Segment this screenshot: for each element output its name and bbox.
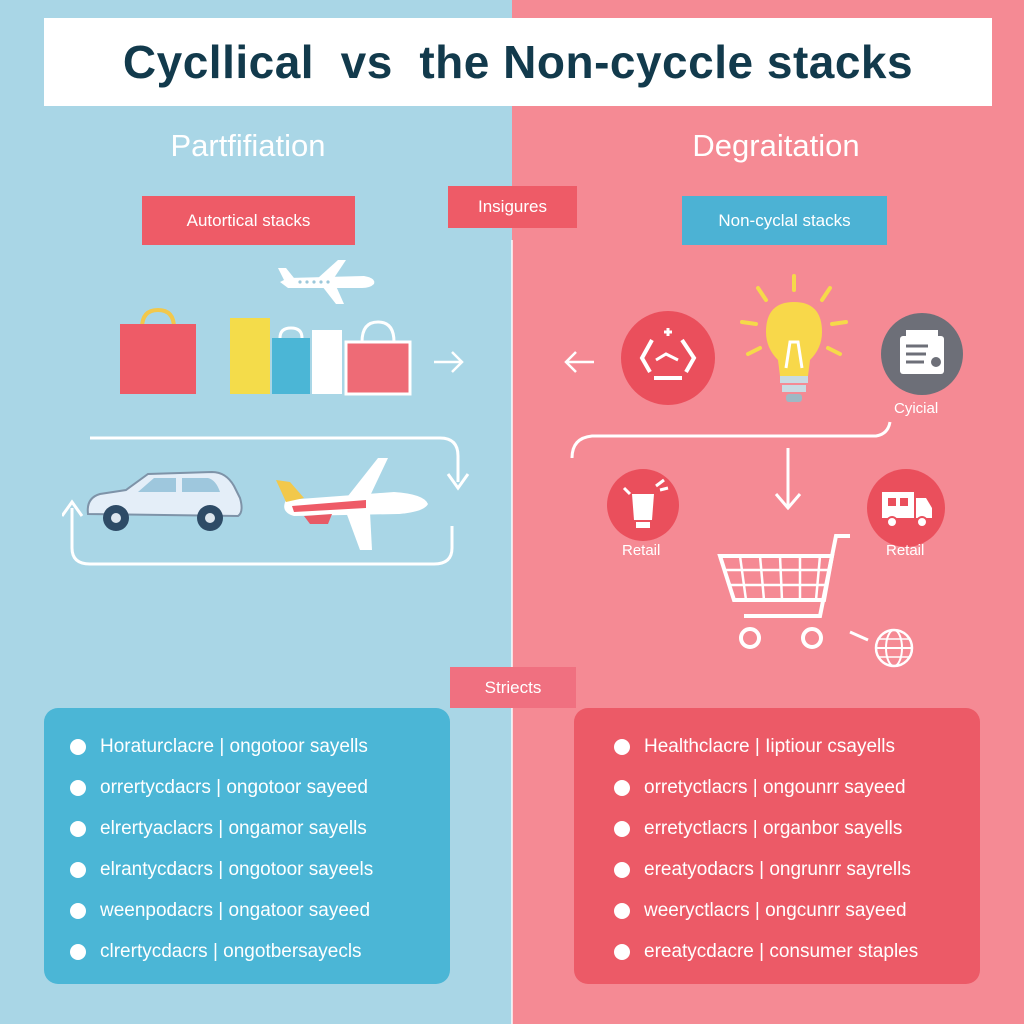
left-heading: Partfifiation [170,128,326,163]
arrow-right-icon [434,351,464,373]
list-item: orretyctlacrs | ongounrr sayeed [574,767,980,808]
bullet [614,943,630,960]
list-item: Healthclacre | Iiptiour csayells [574,726,980,767]
bullet [70,820,86,837]
bullet [614,738,630,755]
list-item: Horaturclacre | ongotoor sayells [44,726,450,767]
light-bulb-icon [740,274,848,402]
retail-label-left: Retail [622,542,661,559]
center-bottom-pill: Striects [450,667,576,708]
recycle-icon [621,311,715,405]
bullet [70,943,86,960]
list-item: weeryctlacrs | ongcunrr sayeed [574,890,980,931]
list-item: clrertycdacrs | ongotbersayecls [44,931,450,972]
title-banner: Cycllical vs the Non-cyccle stacks [44,18,992,106]
list-item: elrantycdacrs | ongotoor sayeels [44,849,450,890]
bullet [614,902,630,919]
jet-airplane-icon [276,458,428,550]
center-top-pill: Insigures [448,186,577,228]
shopping-bags-group-icon [230,318,412,396]
airplane-icon [278,260,375,304]
list-item: ereatyodacrs | ongrunrr sayrells [574,849,980,890]
list-item: ereatycdacre | consumer staples [574,931,980,972]
globe-icon [849,628,914,668]
page-title: Cycllical vs the Non-cyccle stacks [122,36,914,88]
list-item: elrertyaclacrs | ongamor sayells [44,808,450,849]
bullet [614,820,630,837]
right-category-pill: Non-cyclal stacks [682,196,887,245]
center-divider [511,240,513,1024]
connector-line [570,421,892,459]
bullet [70,902,86,919]
arrow-down-icon [774,448,802,511]
truck-icon [867,469,945,547]
left-category-pill: Autortical stacks [142,196,355,245]
left-stock-list: Horaturclacre | ongotoor sayells orrerty… [44,708,450,984]
car-icon [86,470,243,531]
retail-label-right: Retail [886,542,925,559]
list-item: erretyctlacrs | organbor sayells [574,808,980,849]
register-icon [881,313,963,395]
arrow-left-icon [564,351,594,373]
lamp-icon [607,469,679,541]
shopping-cart-icon [717,534,850,649]
bullet [70,738,86,755]
list-item: orrertycdacrs | ongotoor sayeed [44,767,450,808]
bullet [70,861,86,878]
bullet [614,861,630,878]
list-item: weenpodacrs | ongatoor sayeed [44,890,450,931]
right-heading: Degraitation [692,128,860,163]
cycle-loop-arrow [62,436,470,566]
bullet [614,779,630,796]
bullet [70,779,86,796]
right-stock-list: Healthclacre | Iiptiour csayells orretyc… [574,708,980,984]
shopping-bag-icon [120,308,196,394]
cyclical-label: Cyicial [894,400,939,417]
